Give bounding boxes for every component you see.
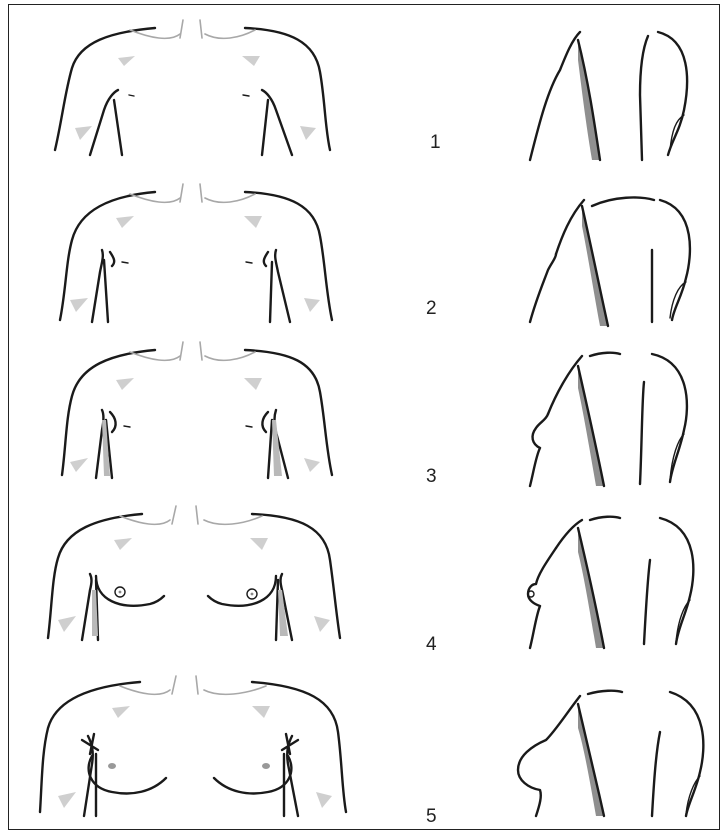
stage-1-side-profile [530,32,687,160]
stage-3-side-profile [530,353,687,486]
stage-label-3: 3 [426,466,437,487]
stage-5-row: 5 [40,676,703,827]
stage-1-front-torso [55,20,330,155]
stage-4-row: 4 [48,506,693,655]
stage-label-2: 2 [426,298,437,319]
stage-1-row: 1 [55,20,687,160]
stage-2-side-profile [530,198,690,326]
stage-5-side-profile [518,691,703,816]
stage-2-front-torso [60,184,332,322]
stage-5-front-torso [40,676,346,816]
stage-3-front-torso [62,342,332,478]
stage-2-row: 2 [60,184,690,326]
stage-3-row: 3 [62,342,687,487]
stage-label-5: 5 [426,806,437,827]
stage-4-side-profile [528,517,693,648]
stage-4-front-torso [48,506,340,640]
stage-label-1: 1 [430,132,441,153]
stage-label-4: 4 [426,634,437,655]
